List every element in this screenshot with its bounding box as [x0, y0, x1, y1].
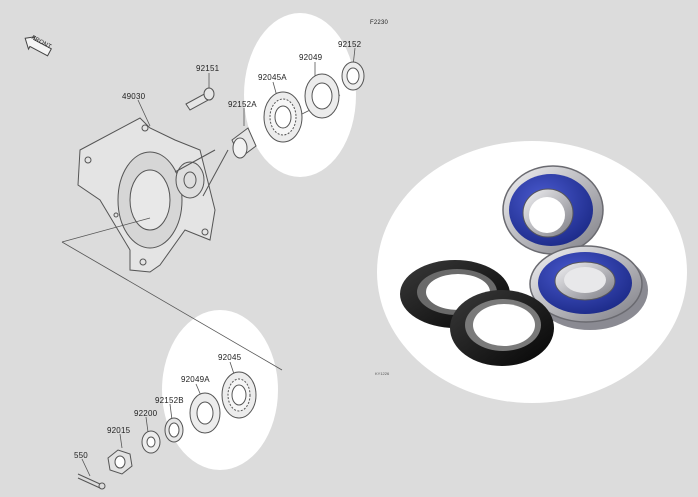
part-label-92151: 92151 [196, 64, 220, 73]
bearing-92045-drawing [221, 371, 257, 419]
part-label-92049A: 92049A [181, 375, 210, 384]
photo-bearing-bottom [529, 245, 648, 330]
part-label-92015: 92015 [107, 426, 131, 435]
bearing-seal-kit-photo [400, 165, 648, 366]
figure-code: F2230 [370, 20, 389, 26]
photo-bearing-top [502, 165, 604, 255]
front-arrow-icon [24, 36, 52, 57]
highlight-oval-lower [162, 310, 278, 470]
part-label-92049-top: 92049 [299, 53, 323, 62]
part-label-92152: 92152 [338, 40, 362, 49]
part-label-92200: 92200 [134, 409, 158, 418]
collar-92152A-drawing [231, 127, 257, 159]
seal-92049-drawing [304, 73, 340, 119]
part-label-92045A: 92045A [258, 73, 287, 82]
collar-92152B-drawing [164, 417, 184, 443]
part-label-550: 550 [74, 451, 88, 460]
seal-92049A-drawing [189, 392, 221, 434]
part-label-92152A: 92152A [228, 100, 257, 109]
cotter-pin-550-drawing [77, 473, 106, 490]
part-label-49030: 49030 [122, 92, 146, 101]
stud-part-drawing [185, 87, 215, 111]
part-label-92045: 92045 [218, 353, 242, 362]
nut-92015-drawing [107, 449, 133, 475]
seal-92152-drawing [341, 61, 365, 91]
bearing-92045A-drawing [263, 91, 303, 143]
photo-caption: KY1226 [375, 371, 390, 376]
washer-92200-drawing [141, 430, 161, 454]
photo-seal-bottom [450, 290, 554, 366]
part-label-92152B: 92152B [155, 396, 184, 405]
wheel-hub-drawing [77, 117, 229, 273]
